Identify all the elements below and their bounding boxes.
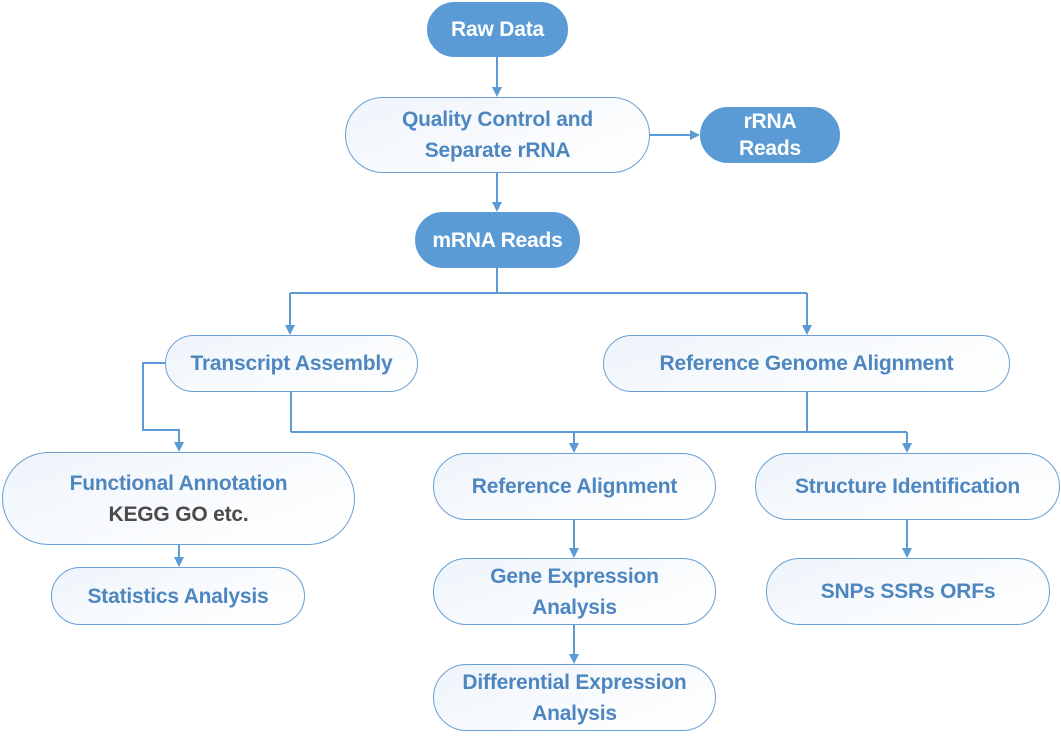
node-label-line-2: Separate rRNA — [424, 139, 571, 162]
node-label: Structure Identification — [794, 475, 1021, 498]
node-label-line-2: Reads — [738, 137, 802, 160]
node-label-line-2: Analysis — [532, 701, 617, 725]
node-label-line-1: Gene Expression — [490, 564, 659, 588]
node-label: mRNA Reads — [432, 228, 563, 252]
node-rrna-reads: rRNA Reads — [700, 107, 840, 163]
node-gene-expression-analysis: Gene Expression Analysis — [433, 558, 716, 625]
node-differential-expression-analysis: Differential Expression Analysis — [433, 664, 716, 731]
node-label: Transcript Assembly — [190, 352, 393, 375]
node-mrna-reads: mRNA Reads — [415, 212, 580, 268]
node-label: SNPs SSRs ORFs — [820, 580, 996, 603]
node-snps-ssrs-orfs: SNPs SSRs ORFs — [766, 558, 1050, 625]
node-label-line-2: Analysis — [532, 595, 617, 619]
node-quality-control: Quality Control and Separate rRNA — [345, 97, 650, 173]
node-label-line-2: KEGG GO etc. — [108, 502, 249, 526]
node-label-line-1: Functional Annotation — [69, 471, 288, 495]
node-label-line-1: Differential Expression — [462, 670, 687, 694]
node-statistics-analysis: Statistics Analysis — [51, 567, 305, 625]
node-structure-identification: Structure Identification — [755, 453, 1060, 520]
node-label: Reference Alignment — [471, 475, 678, 498]
node-label: Reference Genome Alignment — [659, 352, 954, 375]
node-transcript-assembly: Transcript Assembly — [165, 335, 418, 392]
node-functional-annotation: Functional Annotation KEGG GO etc. — [2, 452, 355, 545]
node-label-line-1: Quality Control and — [401, 108, 594, 131]
node-raw-data: Raw Data — [427, 2, 568, 57]
node-reference-alignment: Reference Alignment — [433, 453, 716, 520]
node-label-line-1: rRNA — [743, 110, 797, 133]
node-reference-genome-alignment: Reference Genome Alignment — [603, 335, 1010, 392]
node-label: Raw Data — [451, 18, 544, 41]
edge-transcript-assembly-to-functional-annotation — [142, 362, 184, 452]
node-label: Statistics Analysis — [87, 584, 269, 608]
